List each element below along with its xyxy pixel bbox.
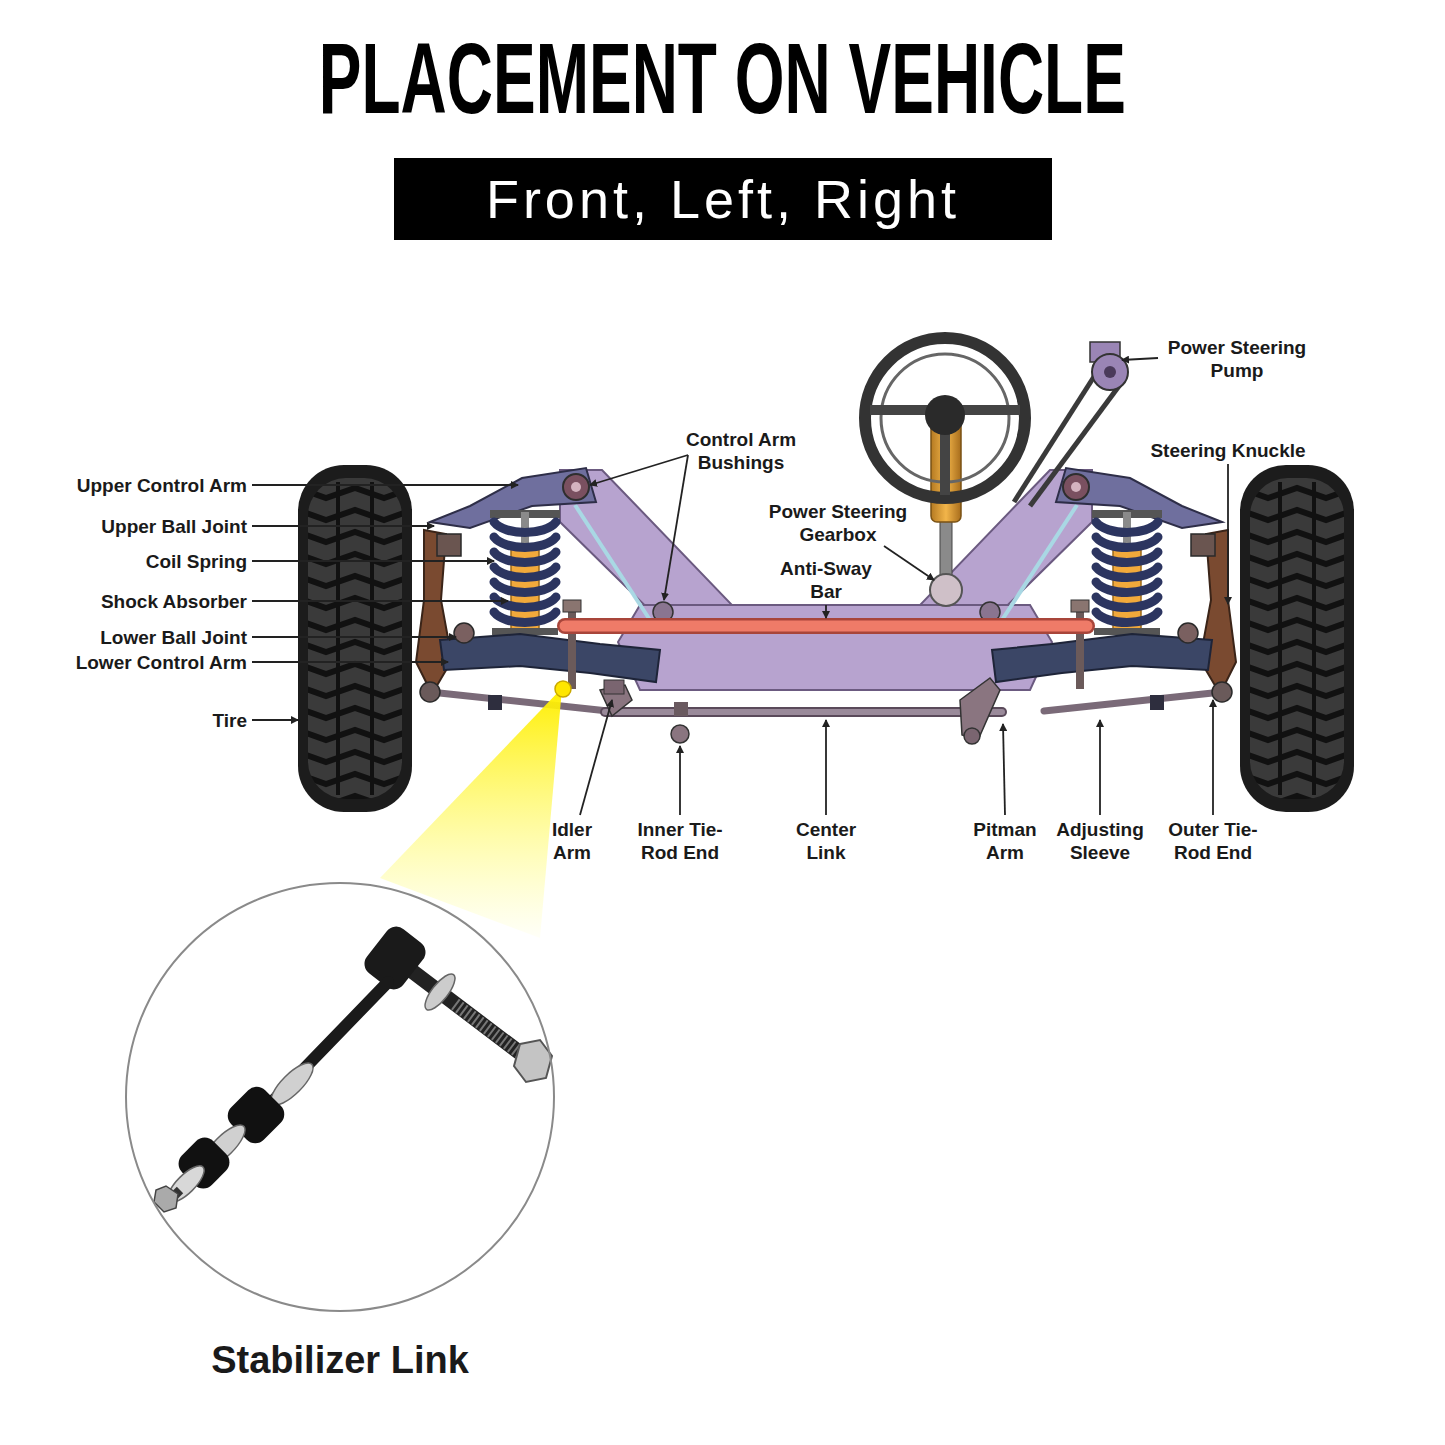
page-title: PLACEMENT ON VEHICLE [260,28,1185,128]
leader-line [252,636,456,638]
highlight-point [555,681,571,697]
leader-line [252,484,518,486]
left-suspension [298,465,660,812]
part-label: Control Arm Bushings [666,428,816,474]
part-label: Tire [7,709,247,732]
leader-line [252,560,494,562]
pump-belt [1030,382,1122,506]
center-link [605,709,1002,715]
frame-strut [575,505,650,620]
leader-line [884,546,934,580]
placement-text: Front, Left, Right [486,168,960,230]
part-label: Idler Arm [537,818,607,864]
link-washer [420,970,460,1015]
leader-line [664,455,688,600]
callout-caption: Stabilizer Link [125,1337,555,1383]
leader-lines [252,358,1228,815]
right-suspension [992,465,1354,812]
leader-line [252,661,448,663]
frame-strut [1002,505,1077,620]
anti-sway-bar [565,621,1087,632]
highlight-beam [380,688,562,938]
steering-hub [925,395,965,435]
part-label: Pitman Arm [960,818,1050,864]
leader-line [1122,358,1158,360]
steering-gearbox [930,574,962,606]
leader-line [1227,464,1229,604]
steering-shaft [940,520,952,578]
part-label: Upper Ball Joint [7,515,247,538]
center-link-outline [605,707,1002,717]
part-label: Power Steering Gearbox [753,500,923,546]
leader-line [252,525,434,527]
leader-line [252,719,298,721]
circle-border [126,883,554,1311]
part-label: Center Link [781,818,871,864]
leader-line [590,455,688,485]
leader-line [580,700,612,815]
callout-circle: Stabilizer Link [125,882,555,1312]
leader-line [1212,700,1214,815]
link-bushing [360,922,431,994]
leader-line [825,605,827,618]
tie-rod-nut [674,702,688,716]
part-label: Steering Knuckle [1118,439,1338,462]
part-label: Lower Ball Joint [7,626,247,649]
pump-pulley [1104,366,1116,378]
idler-nut [604,680,624,694]
part-label: Inner Tie-Rod End [621,818,739,864]
part-label: Lower Control Arm [7,651,247,674]
leader-line [1099,720,1101,815]
link-nut [514,1040,552,1082]
leader-line [679,746,681,815]
anti-sway-bar-outline [565,618,1087,634]
part-label: Adjusting Sleeve [1043,818,1157,864]
part-label: Upper Control Arm [7,474,247,497]
part-label: Shock Absorber [7,590,247,613]
leader-line [1003,724,1005,815]
placement-band: Front, Left, Right [394,158,1052,240]
leader-line [252,600,508,602]
pitman-joint [964,728,980,744]
part-label: Power Steering Pump [1157,336,1317,382]
inner-tie-rod-end [671,725,689,743]
steering-wheel [865,338,1025,498]
leader-line [825,720,827,815]
part-label: Outer Tie-Rod End [1150,818,1276,864]
circle-outline [125,882,555,1312]
part-label: Anti-Sway Bar [771,557,881,603]
part-label: Coil Spring [7,550,247,573]
